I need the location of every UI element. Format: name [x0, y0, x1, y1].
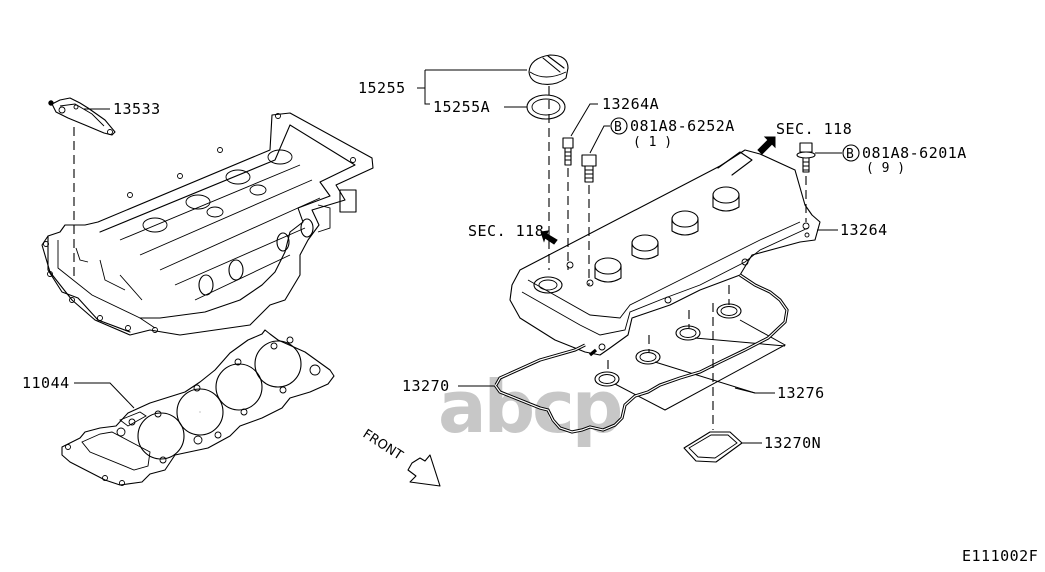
label-13264[interactable]: 13264: [840, 221, 888, 239]
bolt-symbol: B: [614, 120, 622, 135]
qty-081A8-6201A: ( 9 ): [866, 161, 905, 176]
sec-118-arrow-top-icon: [757, 136, 776, 155]
oil-filler-cap[interactable]: [528, 54, 569, 85]
qty-081A8-6252A: ( 1 ): [633, 135, 672, 150]
front-arrow-icon: [407, 454, 441, 487]
leader-13276: [734, 387, 775, 394]
watermark: abcp: [438, 365, 621, 449]
label-15255A[interactable]: 15255A: [433, 98, 490, 116]
bolt-symbol-2: B: [846, 147, 854, 162]
leader-6252A: [589, 125, 610, 154]
label-081A8-6252A[interactable]: 081A8-6252A: [630, 117, 735, 135]
label-13270N[interactable]: 13270N: [764, 434, 821, 452]
label-13276[interactable]: 13276: [777, 384, 825, 402]
gasket-13270N[interactable]: [683, 431, 743, 463]
sec-118-arrow-left-icon: [540, 230, 558, 245]
plug-tube-seals[interactable]: [594, 303, 742, 387]
cylinder-head-gasket[interactable]: [61, 329, 335, 486]
plug-tower: [594, 257, 622, 283]
bolt-081A8-6201A[interactable]: [796, 142, 816, 173]
leader-13276-bracket: [614, 319, 787, 411]
plug-tower: [712, 186, 740, 212]
bolt-081A8-6252A[interactable]: [581, 154, 597, 183]
label-11044[interactable]: 11044: [22, 374, 70, 392]
label-081A8-6201A[interactable]: 081A8-6201A: [862, 144, 967, 162]
plug-tower: [631, 234, 659, 260]
rocker-cover-gasket[interactable]: [493, 273, 789, 434]
section-ref-sec-118-left[interactable]: SEC. 118: [468, 222, 544, 240]
bracket-13533[interactable]: [48, 97, 116, 136]
oil-filler-cap-gasket[interactable]: [526, 94, 566, 120]
leader-15255: [417, 69, 527, 105]
figure-code: E111002F: [962, 547, 1038, 565]
cylinder-head[interactable]: [41, 112, 374, 336]
rocker-cover[interactable]: [509, 149, 821, 356]
bolt-symbol-circle: [610, 117, 628, 135]
leader-13264A: [570, 103, 598, 137]
bolt-symbol-circle-2: [842, 144, 860, 162]
plug-tower: [671, 210, 699, 236]
section-ref-sec-118-top[interactable]: SEC. 118: [776, 120, 852, 138]
label-13533[interactable]: 13533: [113, 100, 161, 118]
label-13270[interactable]: 13270: [402, 377, 450, 395]
label-13264A[interactable]: 13264A: [602, 95, 659, 113]
front-label: FRONT: [360, 427, 405, 464]
stud-bolt-13264A[interactable]: [562, 137, 574, 166]
label-15255[interactable]: 15255: [358, 79, 406, 97]
leader-11044: [74, 382, 135, 409]
